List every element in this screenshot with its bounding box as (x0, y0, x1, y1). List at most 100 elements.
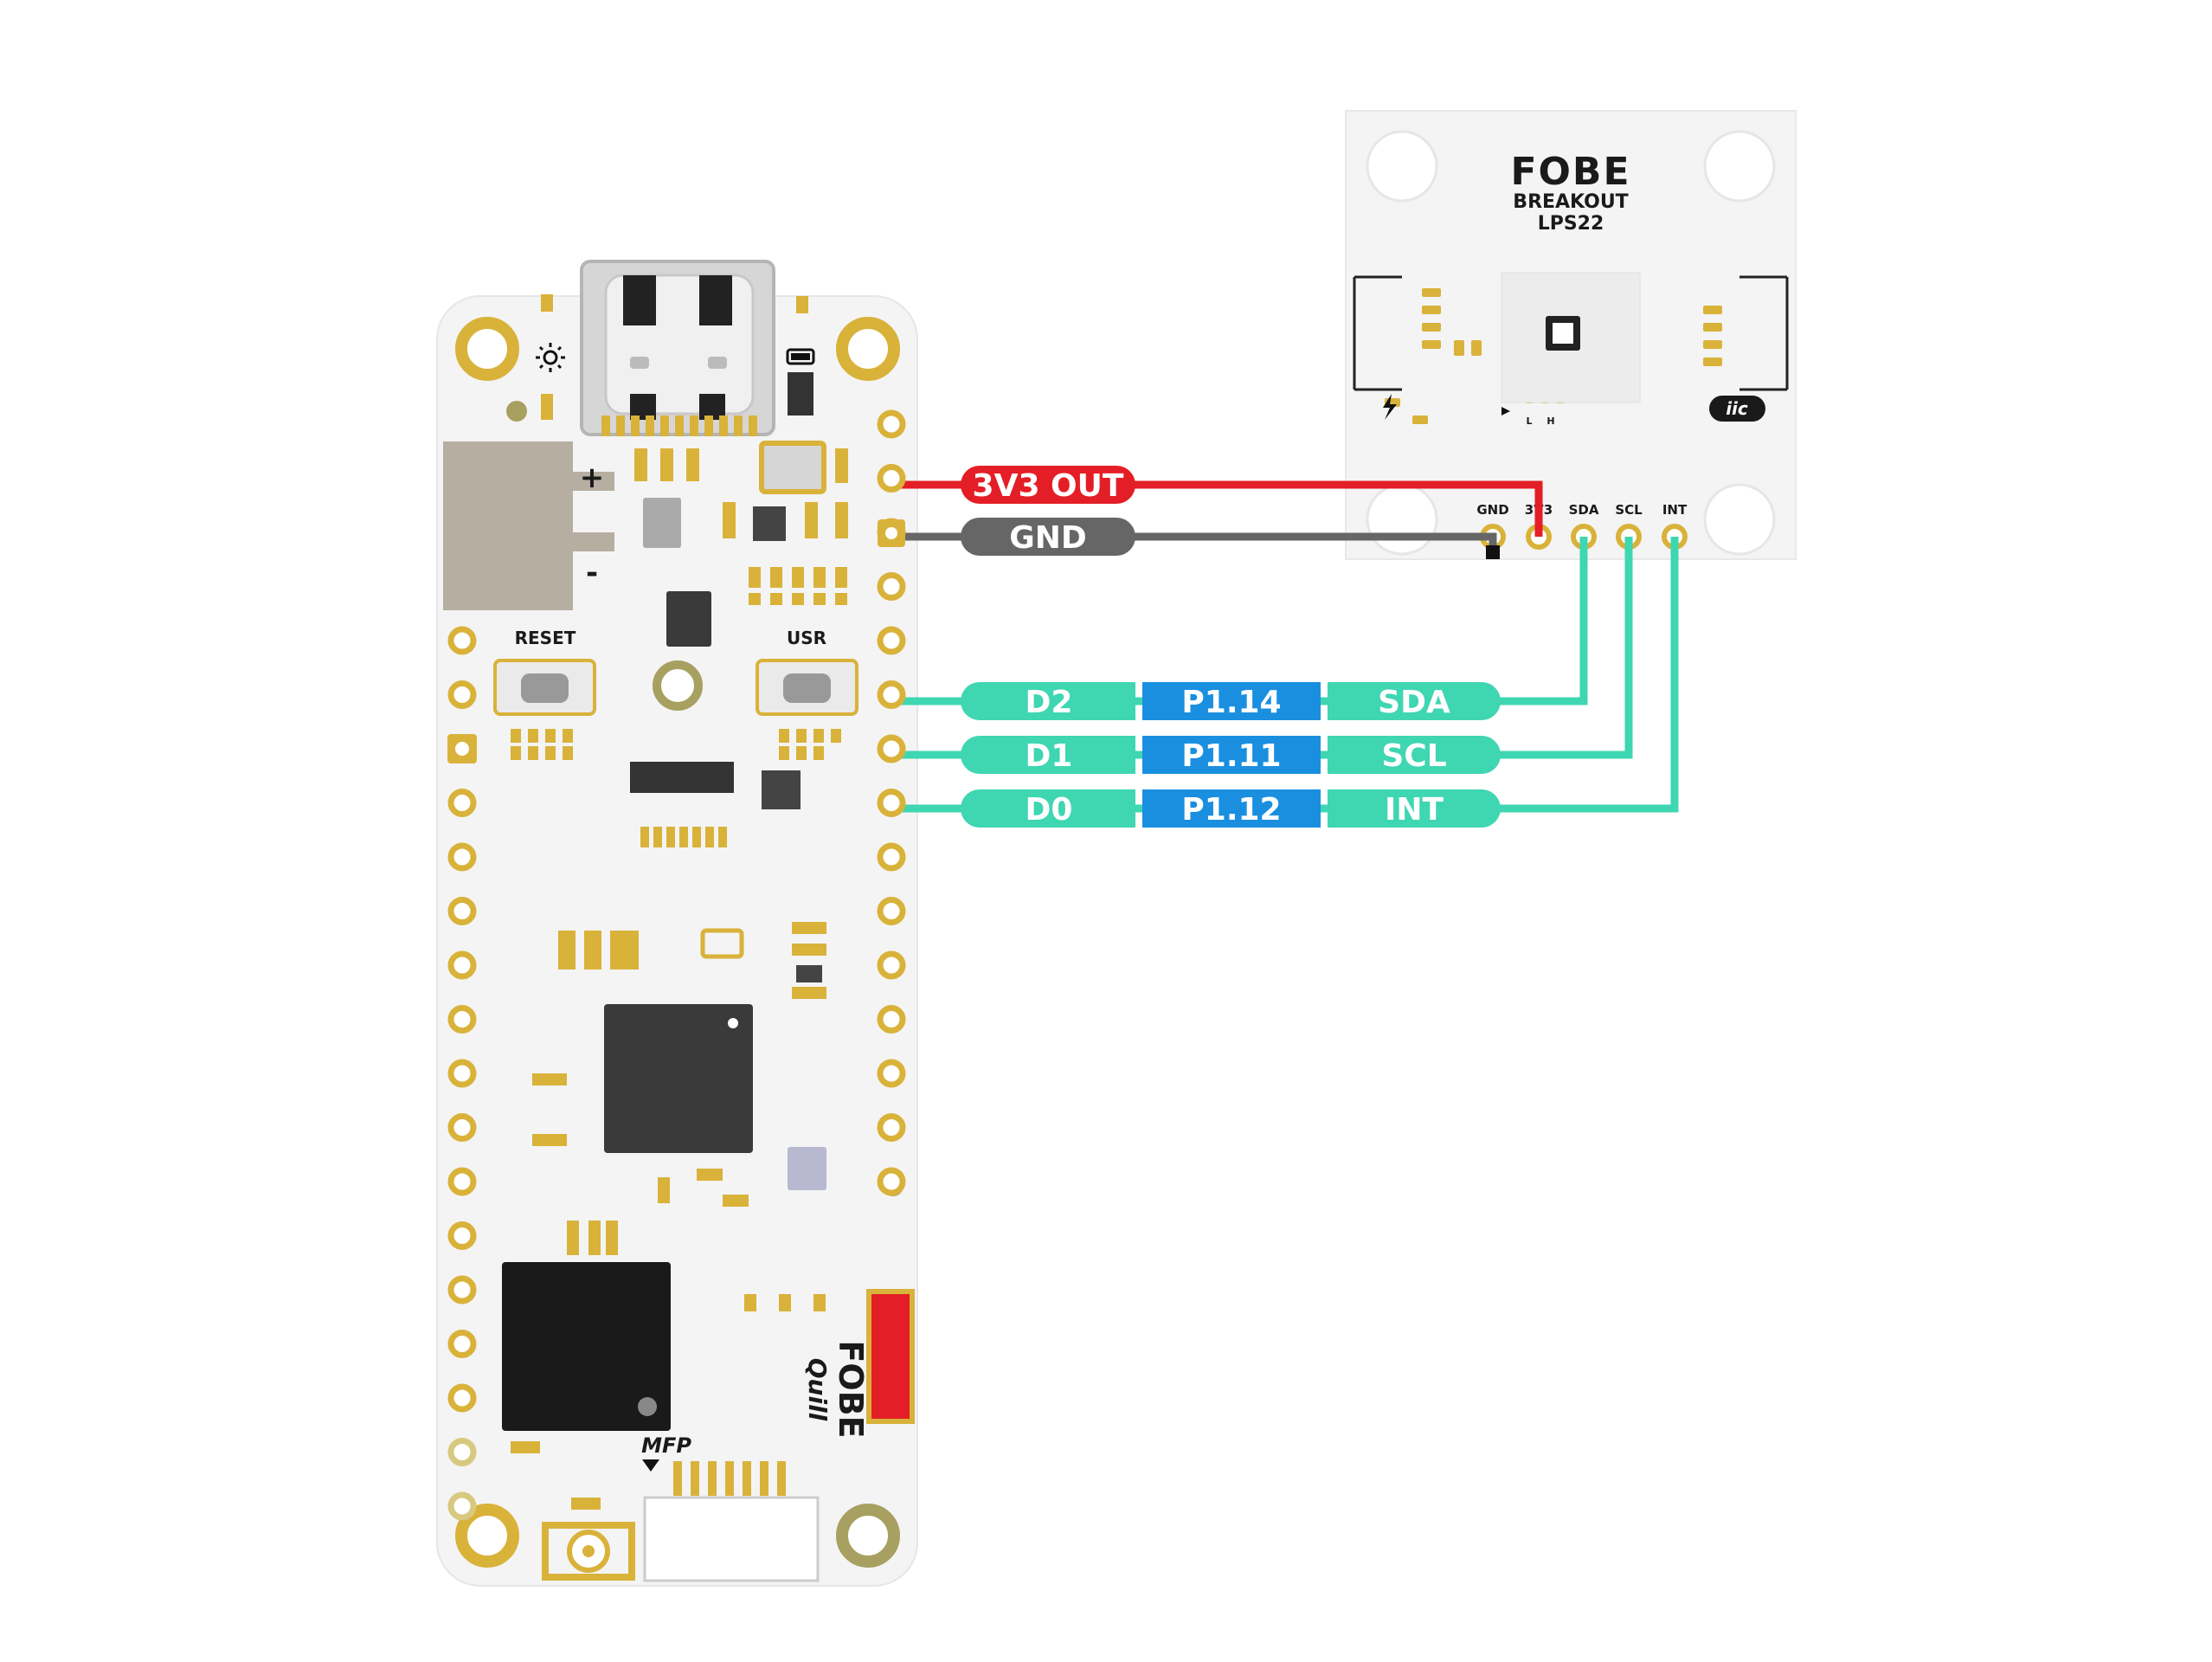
nrf52840-mcu (604, 1004, 753, 1153)
quill-right-header-pin (877, 789, 906, 817)
wire-scl (891, 537, 1633, 759)
breakout-mount-hole (1703, 483, 1776, 556)
iic-badge (1709, 396, 1765, 422)
breakout-mount-hole (1703, 130, 1776, 203)
breakout-mount-hole (1366, 483, 1438, 556)
quill-right-header-pin (877, 897, 906, 925)
sun-icon (536, 343, 565, 372)
label-sensor-pin-text: SDA (1378, 685, 1450, 720)
label-board-pin-text: D1 (1026, 738, 1073, 774)
fobe-quill-board: + - RESET USR (436, 260, 918, 1587)
quill-left-header-pin (447, 1005, 477, 1034)
quill-left-header-pin (447, 897, 477, 925)
quill-left-header-pin (447, 789, 477, 817)
label-sensor-pin (1328, 682, 1501, 720)
label-port (1142, 682, 1321, 720)
quill-mount-hole (836, 1504, 900, 1568)
label-port (1142, 789, 1321, 828)
quill-left-header-pin (447, 1059, 477, 1088)
breakout-pin-label-gnd: GND (1476, 502, 1508, 518)
label-board-pin-text: D0 (1026, 792, 1073, 828)
quill-left-header-pin (447, 1221, 477, 1250)
breakout-title: BREAKOUT (1513, 191, 1628, 213)
mfp-connector (643, 1461, 820, 1582)
quill-left-header-pin (447, 680, 477, 709)
quill-left-header-pin (447, 1330, 477, 1358)
label-board-pin (961, 789, 1135, 828)
wire-sda (891, 537, 1588, 705)
fpc-connector (630, 762, 734, 793)
breakout-connector-right (1739, 275, 1789, 391)
quill-right-header-pin (877, 572, 906, 601)
quill-right-header-pin (877, 1113, 906, 1142)
label-sensor-pin (1328, 789, 1501, 828)
quill-left-header-pin (447, 1491, 477, 1521)
quill-smd-pads-top (541, 294, 848, 605)
quill-mount-hole (836, 317, 900, 381)
label-port-text: P1.11 (1181, 738, 1281, 774)
quill-left-header-pin (447, 842, 477, 872)
breakout-model: LPS22 (1538, 213, 1604, 235)
usb-c-pins (601, 416, 757, 436)
quill-mount-hole (455, 317, 519, 381)
battery-minus-label: - (586, 556, 598, 590)
label-port-text: P1.14 (1181, 685, 1281, 720)
label-sensor-pin-text: INT (1385, 792, 1444, 828)
breakout-pin-label-scl: SCL (1615, 502, 1643, 518)
quill-right-header-pin (877, 842, 906, 872)
quill-name-label: Quill (803, 1358, 832, 1421)
quill-logo: FOBE Quill (803, 1340, 870, 1438)
battery-connector (443, 441, 573, 610)
quill-right-header-pin (877, 626, 906, 655)
reset-button-label: RESET (515, 628, 576, 648)
label-sensor-pin-text: SCL (1381, 738, 1446, 774)
breakout-mount-hole (1366, 130, 1438, 203)
quill-left-header-pin (447, 950, 477, 980)
flash-chip (502, 1262, 671, 1431)
label-3v3-out-text: 3V3 OUT (973, 468, 1124, 504)
quill-right-header-pin (877, 464, 906, 493)
label-board-pin (961, 682, 1135, 720)
iic-badge-label: iic (1726, 398, 1748, 419)
quill-left-header-pin (447, 1113, 477, 1142)
power-bolt-icon (1383, 394, 1397, 420)
label-board-pin-text: D2 (1026, 685, 1073, 720)
battery-plus-label: + (580, 461, 605, 495)
quill-smd-pads-mid (511, 729, 841, 1510)
quill-right-header-pin (877, 1167, 906, 1196)
label-board-pin (961, 736, 1135, 774)
lipo-charger-led (866, 1289, 915, 1424)
quill-right-header-pin (877, 950, 906, 980)
battery-icon (786, 348, 815, 365)
label-3v3-out (961, 466, 1135, 504)
quill-header-pins (447, 409, 906, 1521)
label-gnd (961, 518, 1135, 556)
mfp-label: MFP (641, 1433, 691, 1458)
quill-left-header-pin (447, 1438, 477, 1466)
quill-brand-logo: FOBE (832, 1340, 870, 1438)
breakout-brand-logo: FOBE (1510, 150, 1630, 194)
quill-right-header-pin (877, 1059, 906, 1088)
arrow-right-icon (1501, 407, 1510, 416)
quill-mount-hole (455, 1504, 519, 1568)
quill-left-header-pin (447, 1275, 477, 1304)
quill-right-header-pin (877, 1005, 906, 1034)
u-fl-antenna-connector (542, 1522, 635, 1581)
connection-labels: 3V3 OUT GND D2 P1.14 SDA D1 P1.11 SCL D0 P1.12 INT (961, 466, 1501, 828)
label-sensor-pin (1328, 736, 1501, 774)
label-gnd-text: GND (1009, 520, 1087, 556)
arrow-down-icon (642, 1459, 659, 1472)
breakout-pin-label-int: INT (1662, 502, 1688, 518)
quill-right-header-pin (877, 409, 906, 439)
quill-left-header-pin (447, 626, 477, 655)
label-port-text: P1.12 (1181, 792, 1281, 828)
ldo-chip (666, 591, 711, 647)
breakout-pin-label-sda: SDA (1569, 502, 1599, 518)
quill-right-header-pin (877, 680, 906, 709)
lps22-breakout-board: FOBE BREAKOUT LPS22 (1345, 110, 1797, 560)
usr-button-label: USR (787, 628, 826, 648)
label-port (1142, 736, 1321, 774)
quill-right-header-pin (877, 734, 906, 763)
quill-left-header-pin (447, 1167, 477, 1196)
